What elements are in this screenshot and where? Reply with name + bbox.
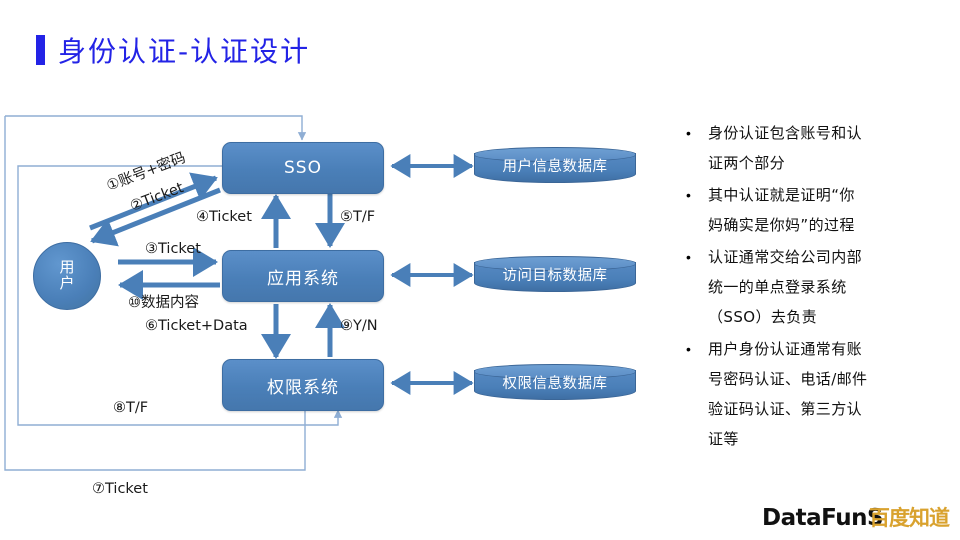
outer-route-line — [4, 115, 307, 471]
title-label: 身份认证-认证设计 — [58, 35, 311, 68]
bullet-body: 用户身份认证通常有账 号密码认证、电话/邮件 验证码认证、第三方认 证等 — [708, 334, 867, 454]
node-sso-label: SSO — [284, 158, 322, 178]
node-permission-system-label: 权限系统 — [267, 377, 339, 398]
database-user-info[interactable]: 用户信息数据库 — [474, 147, 636, 187]
db-cylinder-top — [474, 364, 636, 379]
list-item: • 其中认证就是证明“你 妈确实是你妈”的过程 — [686, 180, 948, 240]
bullet-line: 号密码认证、电话/邮件 — [708, 370, 868, 388]
flow-label-4: ④Ticket — [196, 209, 252, 225]
node-user[interactable]: 用 户 — [33, 242, 101, 310]
database-permission-info-label: 权限信息数据库 — [502, 376, 608, 392]
bullet-line: 其中认证就是证明“你 — [708, 186, 855, 204]
bullet-line: 用户身份认证通常有账 — [708, 340, 863, 358]
node-app-system-label: 应用系统 — [267, 268, 339, 289]
brand-logo: DataFunS 百度知道 — [762, 502, 950, 531]
bullet-line: 身份认证包含账号和认 — [708, 124, 863, 142]
bullet-dot-icon: • — [686, 187, 691, 203]
logo-datafuns-text: DataFunS — [762, 505, 884, 531]
page-title: 身份认证-认证设计 — [36, 30, 310, 70]
node-user-label-line1: 用 — [59, 258, 75, 277]
list-item: • 身份认证包含账号和认 证两个部分 — [686, 118, 948, 178]
arrow-2-ticket — [90, 187, 221, 247]
bullet-line: 统一的单点登录系统 — [708, 278, 847, 296]
database-permission-info[interactable]: 权限信息数据库 — [474, 364, 636, 404]
node-permission-system[interactable]: 权限系统 — [222, 359, 384, 411]
flow-label-3: ③Ticket — [145, 241, 201, 257]
db-cylinder-top — [474, 256, 636, 271]
bullet-list: • 身份认证包含账号和认 证两个部分 • 其中认证就是证明“你 妈确实是你妈”的… — [686, 118, 948, 456]
list-item: • 用户身份认证通常有账 号密码认证、电话/邮件 验证码认证、第三方认 证等 — [686, 334, 948, 454]
bullet-line: 证等 — [708, 430, 739, 448]
inner-route-line — [17, 165, 343, 426]
flow-label-5: ⑤T/F — [340, 209, 376, 225]
flow-label-7: ⑦Ticket — [92, 481, 148, 497]
bullet-line: 验证码认证、第三方认 — [708, 400, 863, 418]
node-user-label-line2: 户 — [59, 274, 75, 292]
bullet-body: 认证通常交给公司内部 统一的单点登录系统 （SSO）去负责 — [708, 242, 862, 332]
flow-label-8: ⑧T/F — [113, 400, 149, 416]
bullet-dot-icon: • — [686, 249, 691, 265]
title-accent-bar — [36, 35, 45, 65]
database-user-info-label: 用户信息数据库 — [502, 159, 608, 175]
authentication-flow-diagram: SSO 应用系统 权限系统 用 户 用户信息数据库 访问目标数据库 权限信息数据… — [4, 115, 636, 497]
bullet-line: （SSO）去负责 — [708, 308, 818, 326]
flow-label-10: ⑩数据内容 — [128, 295, 199, 311]
bullet-line: 妈确实是你妈”的过程 — [708, 216, 855, 234]
flow-label-9: ⑨Y/N — [340, 318, 378, 334]
bullet-line: 认证通常交给公司内部 — [708, 248, 863, 266]
list-item: • 认证通常交给公司内部 统一的单点登录系统 （SSO）去负责 — [686, 242, 948, 332]
bullet-body: 身份认证包含账号和认 证两个部分 — [708, 118, 862, 178]
database-access-target[interactable]: 访问目标数据库 — [474, 256, 636, 296]
diagram-connectors — [4, 115, 474, 471]
database-access-target-label: 访问目标数据库 — [502, 268, 608, 284]
bullet-dot-icon: • — [686, 125, 691, 141]
bullet-line: 证两个部分 — [708, 154, 786, 172]
logo-baidu-zhidao-text: 百度知道 — [869, 506, 950, 530]
flow-label-6: ⑥Ticket+Data — [145, 318, 248, 334]
node-sso[interactable]: SSO — [222, 142, 384, 194]
bullet-dot-icon: • — [686, 341, 691, 357]
node-app-system[interactable]: 应用系统 — [222, 250, 384, 302]
bullet-body: 其中认证就是证明“你 妈确实是你妈”的过程 — [708, 180, 855, 240]
db-cylinder-top — [474, 147, 636, 162]
